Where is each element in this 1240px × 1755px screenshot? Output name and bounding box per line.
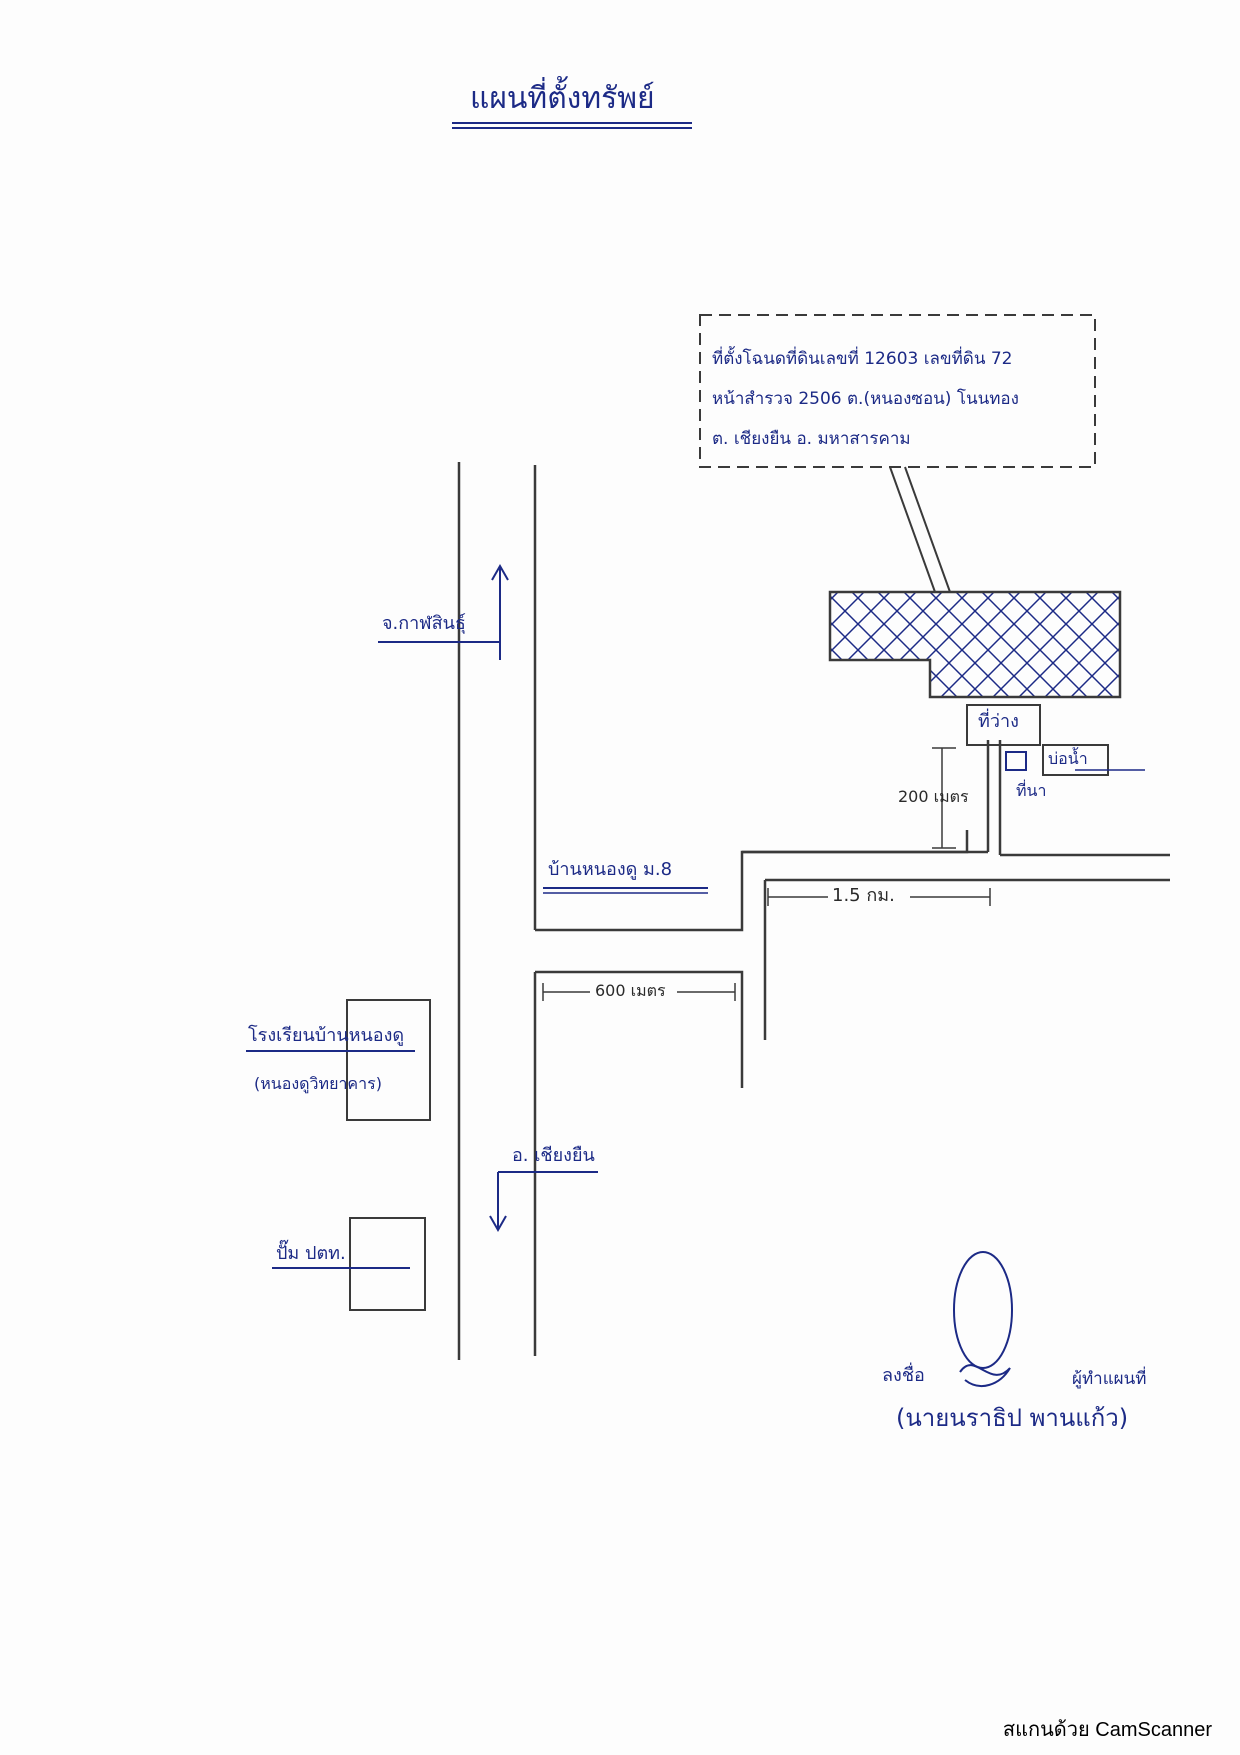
school-box (346, 999, 431, 1121)
scanner-watermark: สแกนด้วย CamScanner (1002, 1719, 1212, 1741)
title-underline-1 (452, 122, 692, 124)
arrow-up-icon (491, 563, 509, 581)
title-underline-2 (452, 127, 692, 129)
signature-label: ลงชื่อ (882, 1365, 925, 1386)
label-distance-200m: 200 เมตร (898, 787, 969, 806)
callout-line-1: ที่ตั้งโฉนดที่ดินเลขที่ 12603 เลขที่ดิน … (712, 349, 1013, 369)
map-title: แผนที่ตั้งทรัพย์ (470, 81, 655, 116)
callout-line-3: ต. เชียงยืน อ. มหาสารคาม (712, 429, 911, 449)
label-village: บ้านหนองดู ม.8 (548, 859, 673, 880)
property-plot (828, 590, 1122, 699)
arrow-down-icon (489, 1215, 507, 1233)
label-gas-station: ปั๊ม ปตท. (276, 1243, 346, 1264)
signature-name: (นายนราธิป พานแก้ว) (896, 1404, 1129, 1432)
rice-field-marker (1005, 751, 1027, 771)
label-to-chiang-yuen: อ. เชียงยืน (512, 1145, 595, 1166)
callout-box (699, 314, 1096, 468)
label-rice-field: ที่นา (1016, 781, 1047, 800)
gas-station-box (349, 1217, 426, 1311)
signature-flourish (959, 1364, 1011, 1387)
label-distance-1-5km: 1.5 กม. (832, 885, 895, 906)
label-school-line2: (หนองดูวิทยาคาร) (254, 1074, 382, 1093)
empty-plot-box (966, 704, 1041, 746)
label-distance-600m: 600 เมตร (595, 981, 666, 1000)
label-to-kalasin: จ.กาฬสินธุ์ (382, 613, 466, 634)
label-school-line1: โรงเรียนบ้านหนองดู (248, 1025, 405, 1046)
label-empty-plot: ที่ว่าง (978, 711, 1019, 732)
label-well: บ่อน้ำ (1048, 749, 1088, 768)
signature-role: ผู้ทำแผนที่ (1072, 1369, 1147, 1389)
callout-leader-2 (904, 466, 951, 593)
village-road-lower-edge (535, 970, 744, 1088)
signature-scribble (953, 1251, 1013, 1369)
callout-leader-1 (889, 466, 936, 593)
callout-line-2: หน้าสำรวจ 2506 ต.(หนองซอน) โนนทอง (712, 389, 1019, 409)
well-box (1042, 744, 1109, 776)
